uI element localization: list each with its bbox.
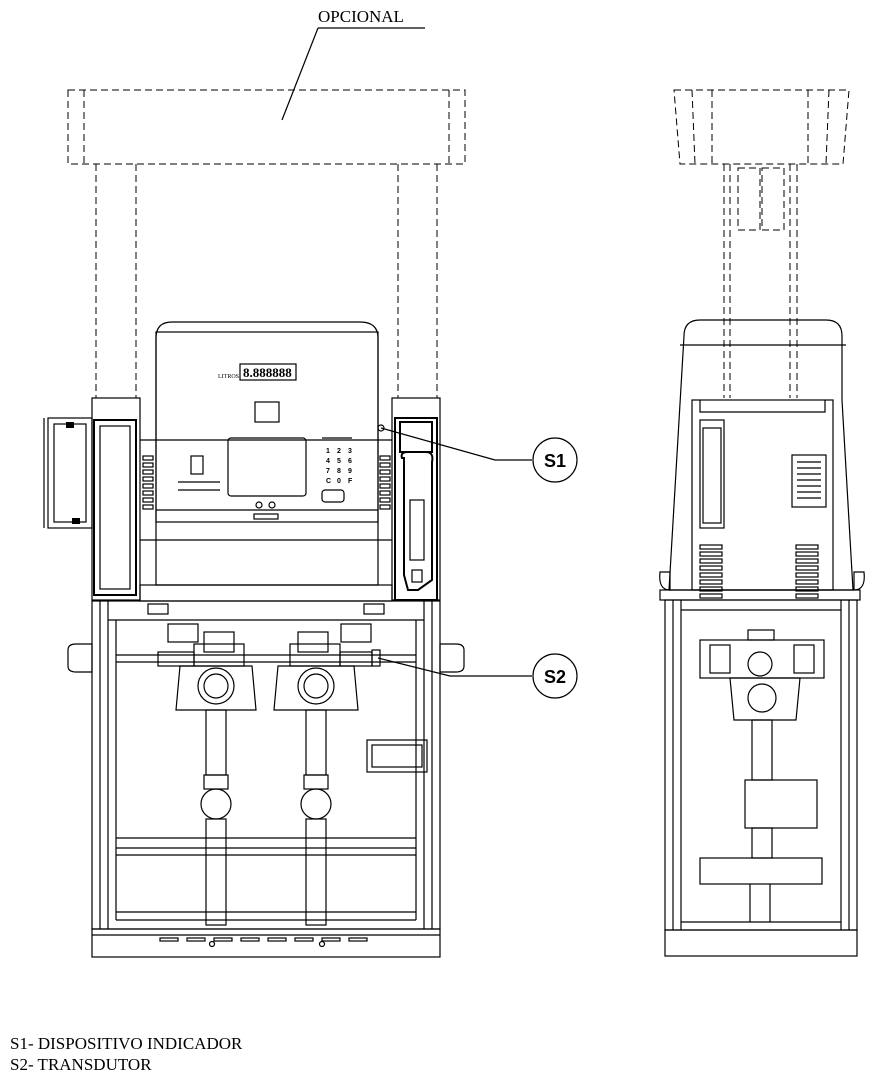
vent-slot [379,497,391,503]
optional-leader [281,27,319,121]
keypad-key: 3 [348,448,352,455]
vent-slot [699,558,723,564]
vent-slot [379,469,391,475]
keypad-key: 0 [337,478,341,485]
vent-slot [699,572,723,578]
vent-slot [379,490,391,496]
base-slot [240,937,260,942]
vent-slot [699,593,723,599]
dispenser-head-front [139,321,393,602]
callout-s1: S1 [380,427,578,483]
vent-slot [379,455,391,461]
keypad-key: F [348,478,353,485]
vent-slots-front [142,455,391,510]
hydraulic-frame-side [664,599,858,931]
keypad-key: 5 [337,458,341,465]
callout-s2-label: S2 [544,667,566,687]
optional-label: OPCIONAL [318,7,404,26]
vent-slot [795,544,819,550]
keypad-key: C [326,478,331,485]
base-slot [186,937,206,942]
card-slot [190,455,204,475]
vent-slot [379,476,391,482]
side-view [659,89,865,957]
start-buttons [253,501,279,520]
left-column [43,397,141,601]
base-side [664,929,858,957]
display-digits: 8.888888 [243,365,292,380]
vent-slot [699,565,723,571]
vent-slot [379,462,391,468]
hydraulic-frame-front [67,600,465,930]
callout-s1-label: S1 [544,451,566,471]
base-slot [348,937,368,942]
keypad-key: 9 [348,468,352,475]
base-front [91,928,441,958]
meter-left [157,623,257,926]
vent-slot [699,544,723,550]
vent-slot [142,469,154,475]
vent-slot [699,579,723,585]
keypad-key: 4 [326,458,330,465]
indicator-seal-point [377,424,385,432]
vent-slot [379,483,391,489]
vent-slot [699,586,723,592]
optional-canopy-side [673,89,850,398]
vent-slot [379,504,391,510]
meter-right [273,623,381,926]
right-column [391,397,441,601]
base-slot [267,937,287,942]
vent-slot [142,462,154,468]
keypad-key: 8 [337,468,341,475]
keypad-key: 6 [348,458,352,465]
base-slot [159,937,179,942]
optional-canopy-front [67,89,466,398]
vent-slot [795,551,819,557]
callout-s2: S2 [377,653,578,699]
vent-slot [795,565,819,571]
base-slot [294,937,314,942]
vent-slot [142,476,154,482]
legend-item-s1: S1- DISPOSITIVO INDICADOR [10,1034,243,1053]
vent-slot [142,504,154,510]
vent-slot [142,490,154,496]
vent-slot [795,579,819,585]
keypad-key: 7 [326,468,330,475]
vent-slot [142,483,154,489]
indicator-window [254,401,280,423]
screen [227,437,307,497]
vent-slot [795,558,819,564]
price-display: LITROS 8.888888 [218,363,297,381]
vent-slot [795,572,819,578]
vent-slot [142,497,154,503]
base-slot [321,937,341,942]
keypad-key: 1 [326,448,330,455]
vent-slot [795,586,819,592]
dispenser-head-side [659,319,865,601]
keypad-key: 2 [337,448,341,455]
display-unit-label: LITROS [218,374,239,380]
legend-item-s2: S2- TRANSDUTOR [10,1055,152,1074]
vent-slot [795,593,819,599]
vent-slot [699,551,723,557]
base-slot [213,937,233,942]
vent-slot [142,455,154,461]
keypad-dual-button [321,489,345,503]
